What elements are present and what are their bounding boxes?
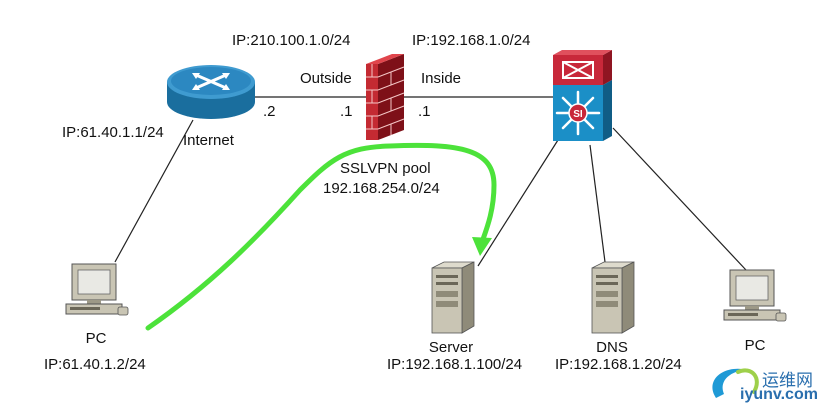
firewall-inside-port-label: .1	[418, 103, 431, 120]
server-ip-label: IP:192.168.1.100/24	[387, 356, 523, 373]
router-ip-label: IP:61.40.1.1/24	[62, 124, 164, 141]
pc-left-ip-label: IP:61.40.1.2/24	[44, 356, 146, 373]
firewall-icon	[366, 54, 405, 140]
link-switch-server	[477, 139, 559, 267]
pc-left-icon	[65, 263, 129, 316]
switch-icon: SI	[553, 50, 612, 141]
sslvpn-pool-label: SSLVPN pool	[340, 160, 431, 177]
pc-right-icon	[723, 269, 787, 322]
firewall-outside-port-label: .1	[340, 103, 353, 120]
server-icon	[431, 261, 475, 334]
sslvpn-path	[145, 142, 497, 331]
outside-subnet-label: IP:210.100.1.0/24	[232, 32, 351, 49]
pc-left-label: PC	[85, 330, 107, 347]
inside-label: Inside	[421, 70, 462, 87]
link-switch-dns	[589, 144, 606, 263]
svg-text:SI: SI	[573, 109, 583, 120]
inside-subnet-label: IP:192.168.1.0/24	[412, 32, 531, 49]
watermark-cn: 运维网	[762, 371, 813, 391]
server-label: Server	[428, 339, 474, 356]
dns-label: DNS	[596, 339, 628, 356]
dns-server-icon	[591, 261, 635, 334]
router-icon	[167, 65, 255, 119]
link-switch-pc	[612, 127, 747, 271]
sslvpn-subnet-label: 192.168.254.0/24	[323, 180, 440, 197]
outside-label: Outside	[300, 70, 352, 87]
link-router-pc	[114, 119, 194, 263]
sslvpn-arrowhead	[472, 237, 492, 256]
watermark-en: iyunv.com	[740, 386, 818, 403]
dns-ip-label: IP:192.168.1.20/24	[555, 356, 682, 373]
watermark-logo-icon	[712, 368, 759, 398]
links	[114, 96, 747, 271]
internet-label: Internet	[183, 132, 234, 149]
pc-right-label: PC	[744, 337, 766, 354]
router-port-label: .2	[263, 103, 276, 120]
